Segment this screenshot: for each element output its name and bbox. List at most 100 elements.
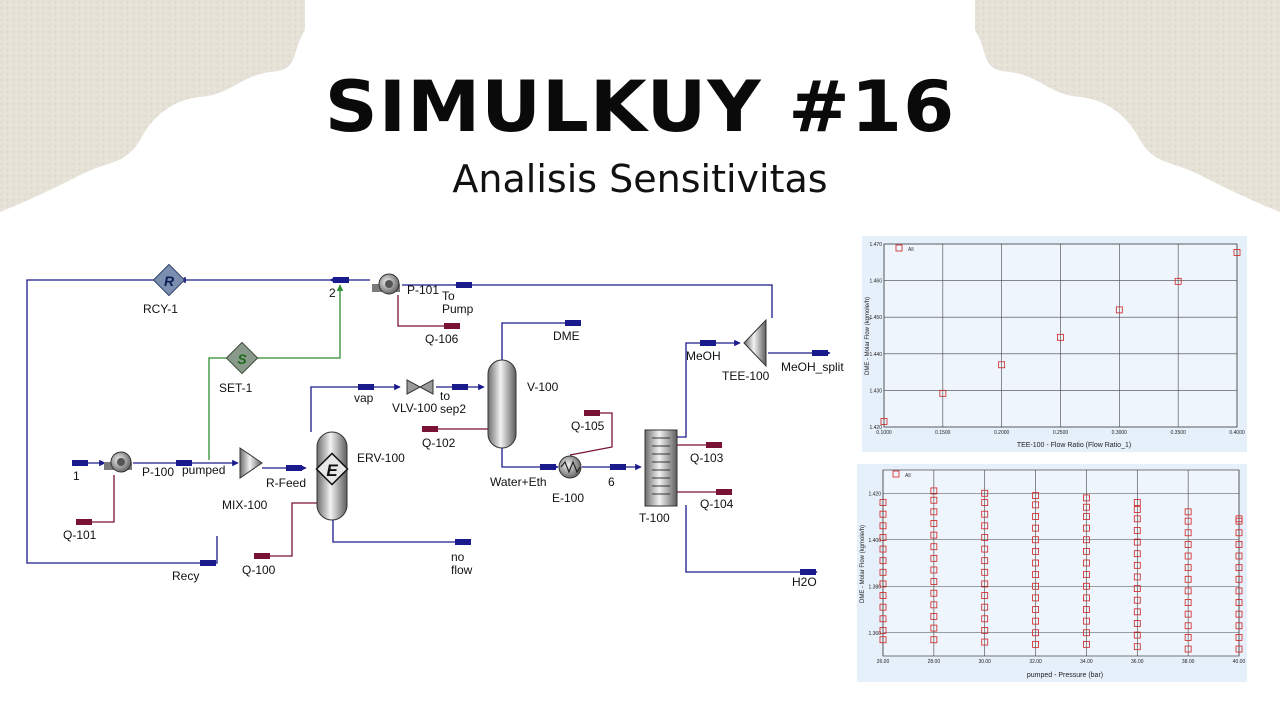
chart2-data-point <box>1235 552 1243 560</box>
chart2-x-axis-label: pumped - Pressure (bar) <box>1027 672 1103 679</box>
pump-p-101-icon[interactable] <box>372 273 400 295</box>
chart2-data-point <box>1184 645 1192 653</box>
chart1-y-tick: 1.430 <box>869 388 882 394</box>
paper-texture-left <box>0 0 305 212</box>
label-stream-to-a: To <box>442 289 455 303</box>
valve-vlv-100-icon[interactable] <box>406 379 434 395</box>
chart2-data-point <box>930 624 938 632</box>
chart2-data-point <box>1133 506 1141 513</box>
set-operation-set-1-icon[interactable]: S <box>225 341 259 375</box>
energy-q106[interactable] <box>397 295 458 327</box>
mixer-mix-100-icon[interactable] <box>239 447 263 479</box>
chart1-legend-marker <box>895 244 903 252</box>
chart2-data-point <box>930 496 938 504</box>
chart2-y-tick: 1.400 <box>868 538 881 544</box>
chart2-data-point <box>1235 587 1243 595</box>
stream-h2o[interactable] <box>685 505 818 576</box>
chart2-x-tick: 38.00 <box>1182 659 1195 665</box>
chart2-data-point <box>930 578 938 585</box>
chart1-x-tick: 0.1000 <box>876 430 892 436</box>
label-q-103: Q-103 <box>690 451 724 465</box>
energy-q100[interactable] <box>258 502 317 557</box>
chart1-data-point <box>1233 249 1241 256</box>
chart2-data-point <box>981 568 989 576</box>
label-stream-sep2: sep2 <box>440 402 466 416</box>
chart2-legend-marker <box>892 470 900 478</box>
chart2-data-point <box>1235 564 1243 572</box>
label-q-106: Q-106 <box>425 332 459 346</box>
chart2-data-point <box>1235 599 1243 606</box>
chart2-data-point <box>981 580 989 588</box>
energy-q101[interactable] <box>80 475 115 523</box>
chart1-data-point <box>998 361 1006 369</box>
chart1-y-tick: 1.470 <box>869 242 882 248</box>
chart2-data-point <box>1184 552 1192 560</box>
chart1-data-point <box>1115 306 1123 314</box>
chart2-data-point <box>1133 527 1141 534</box>
stream-dme[interactable] <box>501 319 581 360</box>
label-stream-1: 1 <box>73 469 80 483</box>
chart2-data-point <box>1032 582 1039 590</box>
label-tee-100: TEE-100 <box>722 369 770 383</box>
chart2-data-point <box>1083 559 1090 567</box>
chart2-data-point <box>879 545 887 553</box>
chart1-y-tick: 1.460 <box>869 279 882 285</box>
chart2-data-point <box>1032 640 1039 648</box>
recycle-rcy-1-icon[interactable]: R <box>152 263 186 297</box>
chart2-data-point <box>879 557 887 565</box>
label-stream-r-feed: R-Feed <box>266 476 306 490</box>
stream-water-eth[interactable] <box>501 447 559 471</box>
chart1-x-tick: 0.1500 <box>935 430 951 436</box>
label-stream-2: 2 <box>329 286 336 300</box>
pump-p-100-icon[interactable] <box>104 451 132 473</box>
chart1-x-tick: 0.3500 <box>1171 430 1187 436</box>
label-p-101: P-101 <box>407 283 439 297</box>
chart2-data-point <box>930 531 938 539</box>
chart2-x-tick: 26.00 <box>877 659 890 665</box>
label-stream-recy: Recy <box>172 569 199 583</box>
chart2-data-point <box>981 522 989 530</box>
separator-v-100-icon[interactable] <box>487 359 517 449</box>
chart2-data-point <box>879 636 887 644</box>
chart2-data-point <box>879 592 887 599</box>
reactor-erv-100-icon[interactable]: E <box>315 431 349 521</box>
svg-text:E: E <box>326 461 338 480</box>
chart2-data-point <box>1133 499 1141 506</box>
chart2-data-point <box>981 557 989 565</box>
label-e-100: E-100 <box>552 491 584 505</box>
chart2-data-point <box>930 543 938 551</box>
chart2-data-point <box>1184 610 1192 618</box>
chart1-data-point <box>880 418 888 425</box>
label-stream-vap: vap <box>354 391 374 405</box>
stream-to-pump[interactable] <box>454 281 773 318</box>
heater-e-100-icon[interactable] <box>558 455 582 479</box>
chart2-data-point <box>930 566 938 574</box>
label-stream-pumped: pumped <box>182 463 225 477</box>
chart2-data-point <box>981 615 989 623</box>
stream-recy[interactable] <box>26 279 218 564</box>
chart2-data-point <box>930 636 938 644</box>
label-stream-pump: Pump <box>442 302 474 316</box>
chart1-x-tick: 0.2000 <box>994 430 1010 436</box>
chart1-x-tick: 0.4000 <box>1229 430 1245 436</box>
label-p-100: P-100 <box>142 465 174 479</box>
label-q-102: Q-102 <box>422 436 456 450</box>
chart2-data-point <box>879 534 887 541</box>
chart2-data-point <box>1083 503 1090 511</box>
chart2-data-point <box>1133 643 1141 651</box>
column-t-100-icon[interactable] <box>644 429 678 507</box>
chart2-data-point <box>1184 517 1192 525</box>
chart2-data-point <box>930 601 938 609</box>
chart2-data-point <box>1083 547 1090 555</box>
chart2-data-point <box>1032 501 1039 509</box>
signal-set1-pumped <box>208 357 229 460</box>
chart2-data-point <box>1032 513 1039 520</box>
chart1-y-tick: 1.420 <box>869 425 882 431</box>
chart2-data-point <box>879 568 887 576</box>
stream-no-flow[interactable] <box>332 520 471 546</box>
tee-tee-100-icon[interactable] <box>743 318 767 368</box>
label-v-100: V-100 <box>527 380 559 394</box>
label-rcy-1: RCY-1 <box>143 302 178 316</box>
